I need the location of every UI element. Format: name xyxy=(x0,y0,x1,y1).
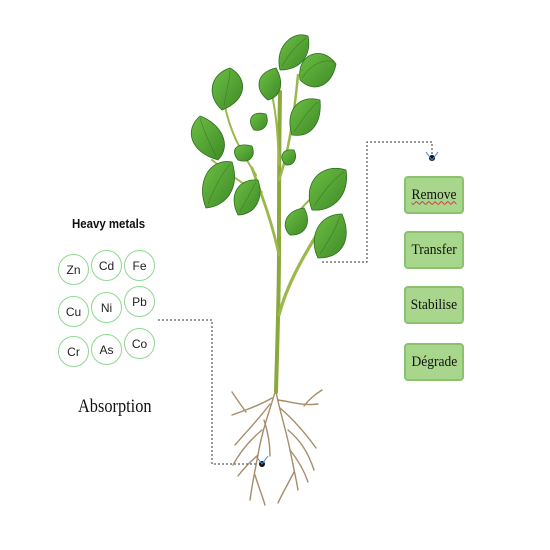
action-box-remove: Remove xyxy=(404,176,464,214)
action-label-transfer: Transfer xyxy=(411,241,457,258)
action-label-remove: Remove xyxy=(411,186,457,203)
action-label-degrade: Dégrade xyxy=(411,353,457,370)
leaf-right-large xyxy=(289,98,321,136)
leaf-right-mid xyxy=(308,168,348,211)
metal-circle-cr: Cr xyxy=(58,336,89,367)
metal-circle-co: Co xyxy=(124,328,155,359)
action-label-stabilise: Stabilise xyxy=(410,296,458,313)
metal-circle-fe: Fe xyxy=(124,250,155,281)
heavy-metals-title: Heavy metals xyxy=(72,216,146,231)
leaf-small-center xyxy=(250,112,268,131)
leaf-center-low xyxy=(233,179,261,216)
metal-circle-as: As xyxy=(91,334,122,365)
metal-circle-cu: Cu xyxy=(58,296,89,327)
metal-circle-cd: Cd xyxy=(91,250,122,281)
action-box-degrade: Dégrade xyxy=(404,343,464,381)
leaf-center-small xyxy=(234,144,254,162)
leaf-stem-right xyxy=(281,149,296,166)
leaf-mid-small xyxy=(284,207,308,236)
connector-lines xyxy=(158,141,433,465)
absorption-connector xyxy=(158,319,258,465)
plant-roots xyxy=(231,389,323,506)
leaf-right-low xyxy=(313,213,347,259)
action-box-stabilise: Stabilise xyxy=(404,286,464,324)
leaf-top-right xyxy=(299,53,337,88)
leaf-veins xyxy=(199,37,345,255)
metal-circle-pb: Pb xyxy=(124,286,155,317)
leaf-left-upper xyxy=(190,115,225,161)
absorption-label: Absorption xyxy=(78,396,152,417)
actions-anchor-dot xyxy=(429,155,435,161)
leaf-upper-mid xyxy=(258,67,282,101)
root-anchor-mark xyxy=(255,455,269,465)
plant-stems xyxy=(211,73,333,394)
action-box-transfer: Transfer xyxy=(404,231,464,269)
metal-circle-zn: Zn xyxy=(58,254,89,285)
leaf-top xyxy=(278,34,310,71)
metal-circle-ni: Ni xyxy=(91,292,122,323)
actions-connector xyxy=(322,141,433,263)
actions-anchor-mark xyxy=(425,151,439,161)
leaf-left-mid xyxy=(202,161,235,209)
plant-leaves xyxy=(190,34,348,259)
